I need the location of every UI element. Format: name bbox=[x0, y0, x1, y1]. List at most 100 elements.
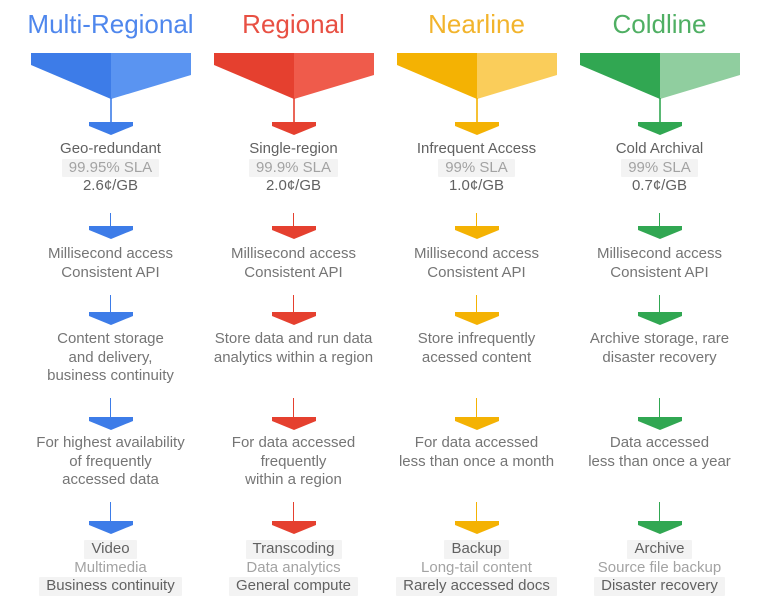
access-line: Millisecond access bbox=[413, 245, 540, 262]
use-case-line: Disaster recovery bbox=[594, 577, 725, 596]
price-line: 1.0¢/GB bbox=[448, 177, 505, 194]
access-line: Millisecond access bbox=[596, 245, 723, 262]
down-arrow-icon bbox=[385, 390, 568, 432]
sla-badge: 99.95% SLA bbox=[61, 158, 160, 177]
sla-badge: 99% SLA bbox=[438, 158, 515, 177]
column-coldline: Coldline Cold Archival 99% SLA 0.7¢/GB M… bbox=[568, 0, 751, 601]
column-multi-regional: Multi-Regional Geo-redundant 99.95% SLA … bbox=[19, 0, 202, 601]
down-arrow-icon bbox=[19, 390, 202, 432]
down-arrow-icon bbox=[385, 205, 568, 241]
audience-line: For data accessed bbox=[414, 434, 539, 451]
use-case-line: Data analytics bbox=[246, 558, 341, 576]
purpose-block: Content storage and delivery, business c… bbox=[19, 327, 202, 390]
access-line: Consistent API bbox=[610, 263, 709, 281]
down-arrow-icon bbox=[202, 390, 385, 432]
price-line: 0.7¢/GB bbox=[631, 177, 688, 194]
purpose-line: business continuity bbox=[47, 367, 174, 384]
use-cases-block: Video Multimedia Business continuity bbox=[19, 536, 202, 601]
use-case-line: Transcoding bbox=[245, 540, 342, 559]
access-block: Millisecond access Consistent API bbox=[385, 241, 568, 287]
spec-line: Cold Archival bbox=[615, 140, 704, 157]
down-arrow-icon bbox=[385, 287, 568, 327]
purpose-line: analytics within a region bbox=[213, 348, 374, 366]
spec-block: Infrequent Access 99% SLA 1.0¢/GB bbox=[385, 137, 568, 205]
storage-classes-diagram: Multi-Regional Geo-redundant 99.95% SLA … bbox=[19, 0, 751, 601]
purpose-line: and delivery, bbox=[68, 348, 153, 366]
access-block: Millisecond access Consistent API bbox=[568, 241, 751, 287]
purpose-line: Store infrequently bbox=[417, 330, 536, 347]
audience-line: less than once a month bbox=[398, 452, 555, 470]
column-regional: Regional Single-region 99.9% SLA 2.0¢/GB… bbox=[202, 0, 385, 601]
audience-line: within a region bbox=[245, 471, 342, 488]
use-case-line: Long-tail content bbox=[421, 558, 532, 576]
use-case-line: Business continuity bbox=[39, 577, 182, 596]
purpose-block: Archive storage, rare disaster recovery bbox=[568, 327, 751, 390]
use-case-line: Backup bbox=[444, 540, 509, 559]
column-nearline: Nearline Infrequent Access 99% SLA 1.0¢/… bbox=[385, 0, 568, 601]
use-cases-block: Archive Source file backup Disaster reco… bbox=[568, 536, 751, 601]
audience-line: For highest availability bbox=[36, 434, 185, 451]
use-case-line: Video bbox=[84, 540, 137, 559]
audience-block: For data accessed frequently within a re… bbox=[202, 432, 385, 494]
audience-block: For highest availability of frequently a… bbox=[19, 432, 202, 494]
column-title: Multi-Regional bbox=[27, 9, 194, 39]
purpose-line: Archive storage, rare bbox=[589, 330, 730, 347]
purpose-line: acessed content bbox=[421, 348, 532, 366]
column-title: Regional bbox=[242, 9, 345, 39]
column-title: Nearline bbox=[428, 9, 525, 39]
funnel-icon bbox=[29, 45, 193, 137]
spec-block: Cold Archival 99% SLA 0.7¢/GB bbox=[568, 137, 751, 205]
audience-line: Data accessed bbox=[609, 434, 710, 451]
spec-line: Geo-redundant bbox=[60, 140, 161, 157]
access-line: Consistent API bbox=[244, 263, 343, 281]
down-arrow-icon bbox=[202, 494, 385, 536]
down-arrow-icon bbox=[385, 494, 568, 536]
use-case-line: Multimedia bbox=[74, 558, 147, 576]
price-line: 2.0¢/GB bbox=[265, 177, 322, 194]
access-line: Consistent API bbox=[61, 263, 160, 281]
audience-line: less than once a year bbox=[588, 452, 731, 470]
use-case-line: Rarely accessed docs bbox=[396, 577, 557, 596]
purpose-block: Store data and run data analytics within… bbox=[202, 327, 385, 390]
down-arrow-icon bbox=[202, 205, 385, 241]
audience-line: For data accessed bbox=[231, 434, 356, 451]
down-arrow-icon bbox=[568, 205, 751, 241]
funnel-icon bbox=[212, 45, 376, 137]
funnel-icon bbox=[578, 45, 742, 137]
price-line: 2.6¢/GB bbox=[82, 177, 139, 194]
down-arrow-icon bbox=[568, 390, 751, 432]
down-arrow-icon bbox=[19, 287, 202, 327]
access-line: Millisecond access bbox=[47, 245, 174, 262]
purpose-line: Content storage bbox=[57, 330, 164, 347]
audience-line: of frequently bbox=[69, 452, 152, 470]
funnel-icon bbox=[395, 45, 559, 137]
down-arrow-icon bbox=[568, 494, 751, 536]
spec-block: Single-region 99.9% SLA 2.0¢/GB bbox=[202, 137, 385, 205]
use-case-line: General compute bbox=[228, 577, 359, 596]
spec-line: Infrequent Access bbox=[416, 140, 537, 157]
sla-badge: 99% SLA bbox=[621, 158, 698, 177]
use-cases-block: Transcoding Data analytics General compu… bbox=[202, 536, 385, 601]
audience-line: accessed data bbox=[62, 471, 159, 488]
spec-block: Geo-redundant 99.95% SLA 2.6¢/GB bbox=[19, 137, 202, 205]
down-arrow-icon bbox=[19, 494, 202, 536]
purpose-block: Store infrequently acessed content bbox=[385, 327, 568, 390]
audience-line: frequently bbox=[260, 452, 327, 470]
use-case-line: Source file backup bbox=[597, 558, 722, 576]
spec-line: Single-region bbox=[249, 140, 338, 157]
access-line: Millisecond access bbox=[230, 245, 357, 262]
access-block: Millisecond access Consistent API bbox=[202, 241, 385, 287]
audience-block: Data accessed less than once a year bbox=[568, 432, 751, 494]
use-cases-block: Backup Long-tail content Rarely accessed… bbox=[385, 536, 568, 601]
column-title: Coldline bbox=[612, 9, 707, 39]
access-line: Consistent API bbox=[427, 263, 526, 281]
purpose-line: Store data and run data bbox=[214, 330, 373, 347]
use-case-line: Archive bbox=[627, 540, 692, 559]
audience-block: For data accessed less than once a month bbox=[385, 432, 568, 494]
down-arrow-icon bbox=[202, 287, 385, 327]
down-arrow-icon bbox=[568, 287, 751, 327]
sla-badge: 99.9% SLA bbox=[248, 158, 339, 177]
down-arrow-icon bbox=[19, 205, 202, 241]
access-block: Millisecond access Consistent API bbox=[19, 241, 202, 287]
purpose-line: disaster recovery bbox=[602, 348, 717, 366]
